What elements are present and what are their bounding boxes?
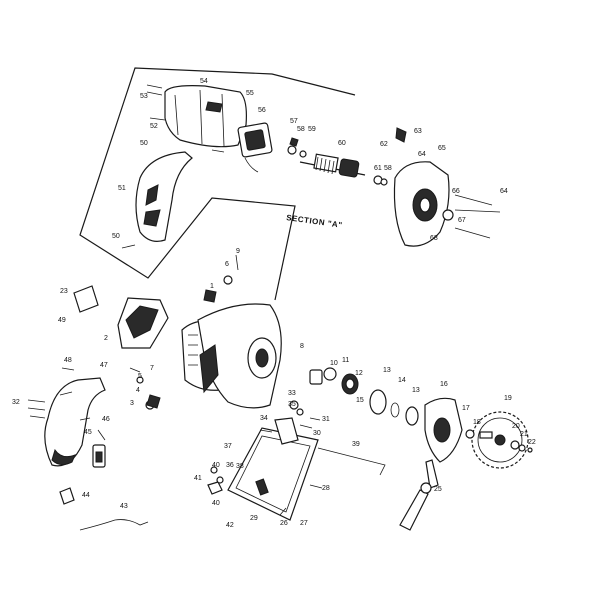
part-label-40b: 40	[212, 500, 220, 507]
section-a-title: SECTION "A"	[286, 213, 343, 230]
screws-section-a	[121, 84, 501, 249]
field-coil-part	[237, 122, 273, 173]
part-label-43: 43	[120, 503, 128, 510]
part-label-1: 1	[210, 283, 214, 290]
part-label-49: 49	[58, 317, 66, 324]
part-label-23: 23	[60, 288, 68, 295]
armature-part	[299, 153, 366, 178]
rear-handle-part	[44, 377, 106, 467]
part-label-30: 30	[313, 430, 321, 437]
part-label-52: 52	[150, 123, 158, 130]
section-a-outline	[79, 67, 356, 301]
part-label-21: 21	[520, 431, 528, 438]
handle-part	[135, 151, 193, 242]
part-label-55: 55	[246, 90, 254, 97]
part-label-65: 65	[438, 145, 446, 152]
gear-housing-part	[393, 161, 454, 247]
part-label-47: 47	[100, 362, 108, 369]
part-label-29: 29	[250, 515, 258, 522]
part-label-50: 50	[140, 140, 148, 147]
saw-blade-part	[471, 411, 529, 469]
part-label-62: 62	[380, 141, 388, 148]
part-label-32: 32	[12, 399, 20, 406]
part-label-6: 6	[225, 261, 229, 268]
part-label-15: 15	[356, 397, 364, 404]
spindle-parts	[309, 367, 419, 426]
part-label-8: 8	[300, 343, 304, 350]
part-label-40: 40	[212, 462, 220, 469]
part-label-7: 7	[150, 365, 154, 372]
base-plate-part	[207, 417, 386, 521]
part-label-5: 5	[138, 373, 142, 380]
part-label-20: 20	[512, 423, 520, 430]
part-label-63: 63	[414, 128, 422, 135]
part-label-28: 28	[322, 485, 330, 492]
part-label-10: 10	[330, 360, 338, 367]
switch-part	[92, 444, 106, 468]
part-label-36: 36	[226, 462, 234, 469]
part-label-12: 12	[355, 370, 363, 377]
part-label-13: 13	[383, 367, 391, 374]
part-label-54: 54	[200, 78, 208, 85]
switch-box-part	[73, 285, 99, 313]
power-cord-part	[59, 487, 149, 531]
part-label-58: 58	[297, 126, 305, 133]
part-label-4: 4	[136, 387, 140, 394]
part-label-13b: 13	[412, 387, 420, 394]
part-label-33: 33	[288, 390, 296, 397]
part-label-59: 59	[308, 126, 316, 133]
part-label-48: 48	[64, 357, 72, 364]
part-label-67: 67	[458, 217, 466, 224]
brush-parts	[287, 127, 407, 186]
part-label-66: 66	[452, 188, 460, 195]
saw-body-part	[181, 303, 282, 409]
part-label-39: 39	[352, 441, 360, 448]
lower-guard-part	[424, 397, 463, 489]
part-label-35: 35	[288, 401, 296, 408]
part-label-26: 26	[280, 520, 288, 527]
part-label-27: 27	[300, 520, 308, 527]
part-label-25: 25	[434, 486, 442, 493]
blade-hardware	[465, 429, 533, 453]
part-label-19: 19	[504, 395, 512, 402]
part-label-2: 2	[104, 335, 108, 342]
part-label-64a: 64	[418, 151, 426, 158]
part-labels: 54 53 52 55 56 57 58 59 60 61 58 62 63 6…	[12, 78, 536, 529]
part-label-50b: 50	[112, 233, 120, 240]
wrench-part	[399, 482, 432, 531]
part-label-56: 56	[258, 107, 266, 114]
part-label-37: 37	[224, 443, 232, 450]
part-label-14: 14	[398, 377, 406, 384]
part-label-22: 22	[528, 439, 536, 446]
part-label-34: 34	[260, 415, 268, 422]
part-label-38: 38	[236, 463, 244, 470]
part-label-16: 16	[440, 381, 448, 388]
part-label-68: 68	[430, 235, 438, 242]
small-parts-left	[27, 254, 239, 441]
part-label-9: 9	[236, 248, 240, 255]
switch-cover-part	[117, 297, 169, 349]
motor-housing-part	[164, 85, 247, 148]
part-label-18: 18	[473, 419, 481, 426]
part-label-42: 42	[226, 522, 234, 529]
part-label-17: 17	[462, 405, 470, 412]
small-parts-base	[210, 400, 323, 516]
part-label-58b: 58	[384, 165, 392, 172]
part-label-57: 57	[290, 118, 298, 125]
part-label-51: 51	[118, 185, 126, 192]
part-label-61: 61	[374, 165, 382, 172]
part-label-3: 3	[130, 400, 134, 407]
part-label-11: 11	[342, 357, 349, 364]
part-label-44: 44	[82, 492, 90, 499]
part-label-45: 45	[84, 429, 92, 436]
part-label-31: 31	[322, 416, 330, 423]
part-label-64b: 64	[500, 188, 508, 195]
part-label-41: 41	[194, 475, 202, 482]
part-label-60: 60	[338, 140, 346, 147]
part-label-46: 46	[102, 416, 110, 423]
part-label-53: 53	[140, 93, 148, 100]
